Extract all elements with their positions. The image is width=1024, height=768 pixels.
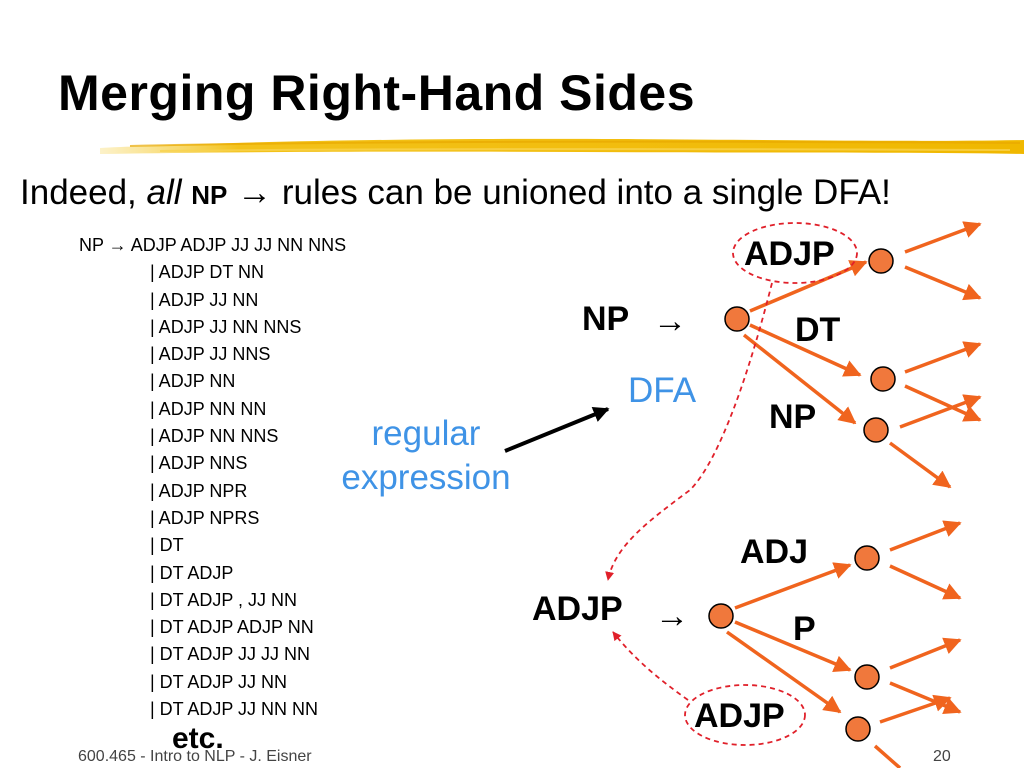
edge-out [879,694,952,724]
state-after-adjp [868,248,894,274]
edge-out [904,221,982,254]
subtitle-nonterminal: NP [191,180,228,210]
edge-adjp-p [734,620,852,673]
edge-adjp-adjp [725,630,842,714]
rule-alternative: | ADJP NPRS [150,507,260,528]
title-underline [100,138,1024,154]
subtitle-before: Indeed, [20,173,147,212]
highlight-marks [605,222,858,746]
footer-course: 600.465 - Intro to NLP - J. Eisner [78,748,312,765]
rule-alternative: | ADJP NPR [150,480,248,501]
highlight-ellipse-top [732,222,858,284]
rule-alternative: | ADJP JJ NN NNS [150,316,302,337]
subtitle-after: rules can be unioned into a single DFA! [272,173,891,212]
rule-alternative: | DT ADJP , JJ NN [150,589,298,610]
state-adjp-start [708,603,734,629]
np-start-label: NP [582,300,630,338]
rule-alternative: | ADJP DT NN [150,262,265,283]
adjp-arrow-symbol: → [655,597,689,635]
edge-out [899,394,982,429]
edge-out [904,265,982,301]
edge-label-adjp: ADJP [744,235,835,273]
rule-alternative: | ADJP NN NN [150,398,267,419]
state-after-adj [854,545,880,571]
edge-np-dt [749,323,862,377]
edge-out [904,341,982,374]
rule-alternative: | ADJP JJ NNS [150,344,271,365]
rule-alternative: | ADJP JJ NN [150,289,259,310]
rule-alternative: | DT ADJP JJ JJ NN [150,644,311,665]
regex-label: regular expression [341,414,511,497]
regex-to-dfa-arrow [504,407,610,453]
edge-out [889,564,962,600]
highlight-ellipse-bottom [684,684,806,746]
rule-alternative: | DT ADJP [150,562,234,583]
rule-alternative: | DT ADJP JJ NN NN [150,699,319,720]
state-after-adjp-2 [845,716,871,742]
state-after-np [863,417,889,443]
dfa-states [708,248,896,742]
edge-out [889,637,962,670]
state-np-start [724,306,750,332]
edge-label-np: NP [769,398,817,436]
edge-label-p: P [793,610,816,648]
rule-alternative: | DT ADJP JJ NN [150,671,288,692]
rule-alternative: | ADJP NNS [150,453,248,474]
dashed-arrow-short [612,631,689,701]
etc-label: etc. [172,722,224,755]
edge-out [888,441,952,489]
edge-adjp-adj [734,562,852,610]
edge-out [889,520,962,552]
rule-alternative: | ADJP NN NNS [150,426,279,447]
dfa-label: DFA [628,371,697,410]
adjp-start-label: ADJP [532,590,623,628]
dashed-arrow-long [605,282,773,581]
np-arrow-symbol: → [653,302,687,340]
edge-out [904,384,982,422]
edge-np-np [742,333,857,425]
edge-label-adj: ADJ [740,533,809,571]
rule-first: NP → ADJP ADJP JJ JJ NN NNS [79,235,347,255]
subtitle: Indeed, all NP → rules can be unioned in… [20,173,891,213]
adjp-dfa-edges [725,520,962,768]
rule-alternative: | DT ADJP ADJP NN [150,617,314,638]
slide-title: Merging Right-Hand Sides [58,65,695,121]
edge-out [873,744,902,768]
edge-label-adjp-2: ADJP [694,697,785,735]
subtitle-emphasis: all [146,173,182,212]
state-after-p [854,664,880,690]
rule-alternative: | DT [150,535,184,556]
rule-alternatives: | ADJP DT NN | ADJP JJ NN | ADJP JJ NN N… [150,259,318,723]
page-number: 20 [933,748,951,765]
edge-label-dt: DT [795,311,841,349]
subtitle-arrow: → [237,173,273,212]
rule-alternative: | ADJP NN [150,371,236,392]
state-after-dt [870,366,896,392]
